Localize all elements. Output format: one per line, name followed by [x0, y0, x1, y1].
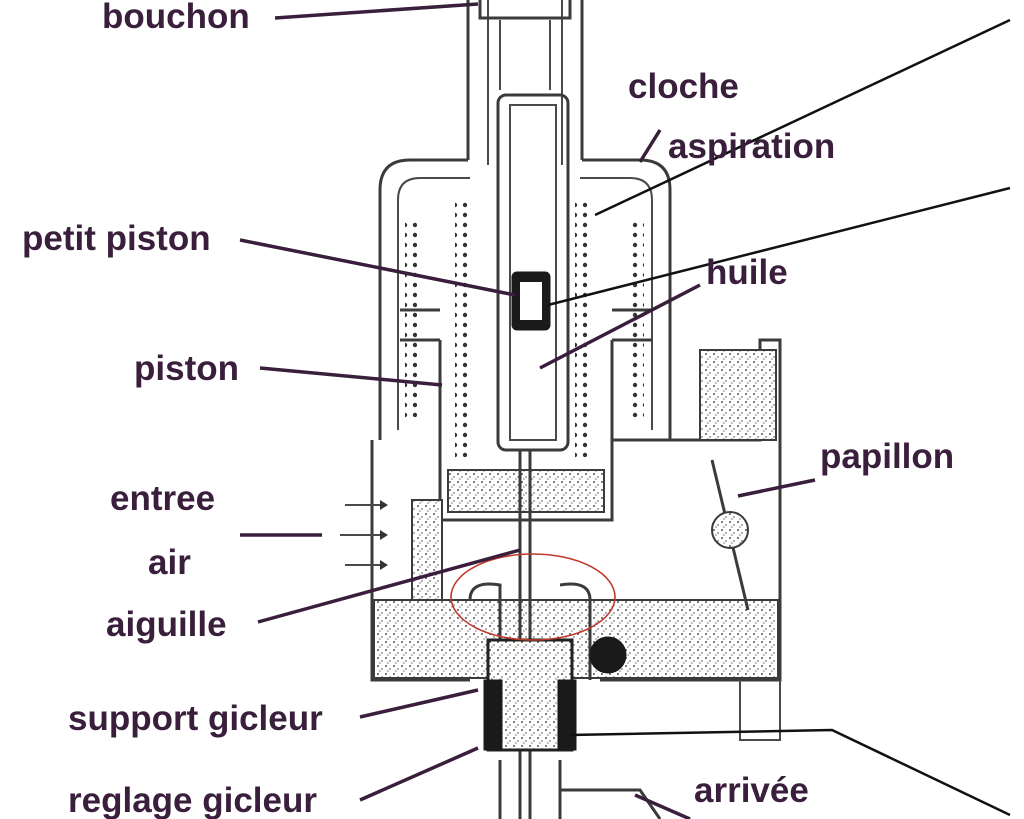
leader-huile-1: [547, 186, 1011, 307]
papillon-pivot: [711, 511, 749, 549]
air-arrows: [340, 500, 388, 570]
leader-cloche: [638, 129, 662, 163]
label-cloche: cloche: [628, 67, 739, 106]
label-papillon: papillon: [820, 437, 954, 476]
damper-inner: [509, 104, 557, 441]
top-cap: [478, 0, 572, 20]
label-piston: piston: [134, 349, 239, 388]
feed-pipe: [498, 760, 662, 819]
label-air: air: [148, 543, 191, 582]
leader-arrivee: [569, 728, 1011, 817]
leader-papillon: [737, 478, 816, 498]
label-aspiration: aspiration: [668, 127, 835, 166]
spring-left: [455, 200, 471, 460]
leader-aiguille: [257, 548, 521, 624]
cloche-inner: [397, 177, 653, 430]
jet-holder: [468, 582, 592, 680]
label-support-gicleur: support gicleur: [68, 699, 323, 738]
label-aiguille: aiguille: [106, 605, 227, 644]
label-huile: huile: [706, 253, 788, 292]
spring-right: [575, 200, 591, 460]
labels: bouchon cloche aspiration petit piston h…: [22, 0, 954, 819]
leader-support-gicleur: [359, 688, 479, 719]
leader-piston: [259, 366, 443, 387]
highlight-ellipse: [450, 553, 616, 641]
float-ball: [589, 636, 627, 674]
label-reglage-gicleur: reglage gicleur: [68, 781, 317, 819]
leader-arrivee-2: [634, 793, 691, 819]
leader-lines: [239, 2, 1011, 819]
label-entree: entree: [110, 479, 215, 518]
label-petit-piston: petit piston: [22, 219, 211, 258]
piston-body: [400, 308, 652, 522]
damper-cylinder: [496, 93, 570, 452]
carburetor-drawing: [340, 0, 782, 819]
label-arrivee: arrivée: [694, 771, 809, 810]
leader-reglage-gicleur: [359, 746, 479, 802]
top-tube: [466, 0, 584, 160]
inner-rod-guide: [487, 0, 563, 165]
aiguille-needle: [518, 450, 532, 819]
leader-bouchon: [274, 2, 479, 20]
carb-body-stipple: [373, 599, 779, 679]
piston-stipple: [447, 469, 605, 513]
label-bouchon: bouchon: [102, 0, 250, 36]
leader-huile-2: [539, 283, 701, 370]
leader-petit-piston: [239, 238, 516, 297]
leader-aspiration: [594, 18, 1011, 217]
